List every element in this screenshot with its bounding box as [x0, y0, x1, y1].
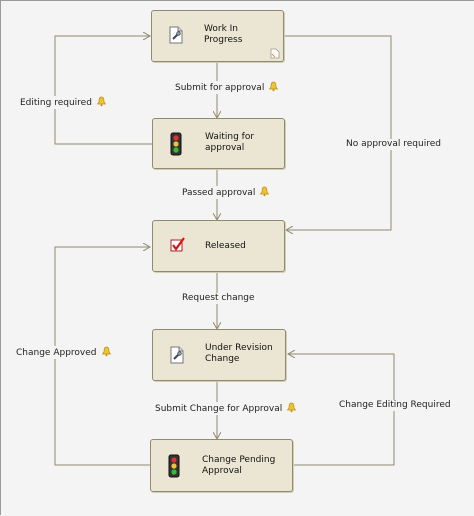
- transition-submit-change-for-approval[interactable]: Submit Change for Approval: [154, 402, 299, 415]
- connector-editing-required: [54, 36, 152, 145]
- bell-notification-icon: [260, 186, 270, 197]
- transition-label: Passed approval: [182, 188, 256, 198]
- transition-label: No approval required: [346, 139, 441, 149]
- state-waiting-for-approval[interactable]: Waiting for approval: [152, 118, 285, 169]
- state-label: Change Pending Approval: [202, 455, 276, 476]
- document-wrench-icon: [169, 26, 183, 44]
- state-label: Under Revision Change: [205, 343, 273, 364]
- transition-label: Change Approved: [16, 348, 97, 358]
- bell-notification-icon: [269, 81, 279, 92]
- checkbox-check-icon: [170, 237, 185, 252]
- transition-passed-approval[interactable]: Passed approval: [181, 186, 272, 199]
- state-label: Waiting for approval: [205, 132, 255, 153]
- transition-label: Request change: [182, 293, 255, 303]
- state-released[interactable]: Released: [152, 220, 285, 272]
- connector-no-approval-required: [284, 35, 392, 230]
- bell-notification-icon: [96, 96, 107, 107]
- transition-label: Submit for approval: [175, 83, 265, 93]
- state-work-in-progress[interactable]: Work In Progress: [151, 10, 284, 62]
- transition-editing-required[interactable]: Editing required: [19, 96, 108, 109]
- transition-label: Editing required: [20, 98, 92, 108]
- transition-change-editing-required[interactable]: Change Editing Required: [338, 400, 452, 411]
- transition-label: Change Editing Required: [339, 400, 451, 410]
- transition-request-change[interactable]: Request change: [181, 293, 256, 304]
- transition-label: Submit Change for Approval: [155, 404, 283, 414]
- bell-notification-icon: [287, 402, 297, 413]
- transition-change-approved[interactable]: Change Approved: [15, 346, 113, 359]
- state-under-revision-change[interactable]: Under Revision Change: [152, 329, 286, 381]
- state-label: Work In Progress: [204, 24, 243, 45]
- bell-notification-icon: [101, 346, 111, 357]
- small-document-icon: [270, 48, 280, 59]
- document-wrench-icon: [170, 346, 184, 364]
- state-change-pending-approval[interactable]: Change Pending Approval: [150, 439, 293, 492]
- state-label: Released: [205, 241, 246, 251]
- traffic-light-icon: [170, 132, 182, 156]
- traffic-light-icon: [168, 454, 180, 478]
- transition-no-approval-required[interactable]: No approval required: [345, 139, 442, 150]
- transition-submit-for-approval[interactable]: Submit for approval: [174, 81, 281, 94]
